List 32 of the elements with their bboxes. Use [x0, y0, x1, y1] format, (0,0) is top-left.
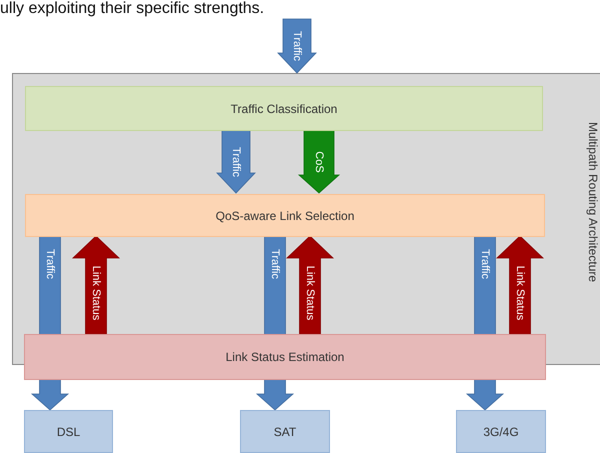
block-arrow: [496, 235, 544, 334]
process-box: [24, 410, 113, 453]
edge-label: Traffic: [291, 31, 303, 61]
block-arrow: [286, 235, 334, 334]
block-arrow: [256, 236, 294, 411]
edge-label: CoS: [313, 150, 325, 172]
block-arrow: [298, 130, 340, 194]
block-arrow: [30, 236, 70, 411]
edge-label: Link Status: [514, 266, 526, 320]
edge-label: Link Status: [304, 266, 316, 320]
node-label: DSL: [56, 424, 80, 438]
body-text: ully exploiting their specific strengths.: [0, 0, 264, 18]
edge-label: Link Status: [90, 266, 102, 320]
edge-label: Traffic: [230, 146, 242, 176]
node-label: QoS-aware Link Selection: [216, 208, 354, 222]
process-box: [240, 410, 330, 453]
block-arrow: [72, 235, 120, 334]
process-box: [24, 334, 546, 380]
node-label: 3G/4G: [483, 424, 519, 438]
node-label: Link Status Estimation: [226, 350, 344, 364]
node-label: Traffic Classification: [230, 102, 338, 116]
edge-label: Traffic: [479, 249, 491, 279]
block-arrow: [277, 18, 317, 74]
node-label: SAT: [274, 424, 296, 438]
block-arrow: [216, 130, 256, 194]
edge-label: Traffic: [269, 249, 281, 279]
process-box: [25, 194, 545, 237]
block-arrow: [466, 236, 504, 411]
node-label: Multipath Routing Architecture: [586, 122, 600, 282]
process-box: [456, 410, 546, 453]
process-box: [25, 86, 543, 131]
edge-label: Traffic: [44, 249, 56, 279]
